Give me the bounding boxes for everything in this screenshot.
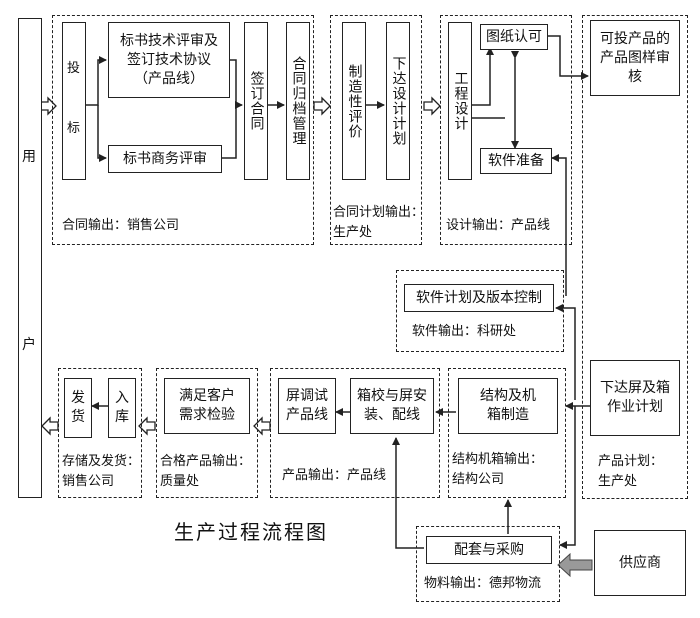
arrow-prodplan-softplan xyxy=(555,304,576,400)
purchase-output-label: 物料输出：德邦物流 xyxy=(424,576,542,591)
contract-output-label: 合同输出：销售公司 xyxy=(62,218,180,233)
block-arrow-contract-plan xyxy=(313,96,331,116)
block-arrow-supplier-purchase xyxy=(557,552,593,578)
design-output-label: 设计输出：产品线 xyxy=(446,218,551,233)
quality-output-2: 质量处 xyxy=(160,474,200,489)
stock-box: 入库 xyxy=(108,378,136,438)
manufacturability-evaluation-box: 制造性评价 xyxy=(342,22,366,180)
contract-stage xyxy=(52,15,314,245)
arrow-bid-commercial xyxy=(97,105,107,162)
screen-debug-box: 屏调试产品线 xyxy=(278,378,336,434)
archive-box: 合同归档管理 xyxy=(286,22,310,180)
plan-output-label-1: 合同计划输出： xyxy=(333,205,425,220)
purchase-box: 配套与采购 xyxy=(426,536,552,564)
arrow-bid-tech xyxy=(86,56,107,106)
software-prep-box: 软件准备 xyxy=(480,148,552,174)
plan-stage xyxy=(330,15,422,245)
storage-output-2: 销售公司 xyxy=(62,474,115,489)
product-stage xyxy=(270,368,440,498)
engineering-design-box: 工程设计 xyxy=(448,22,472,180)
sign-contract-box: 签订合同 xyxy=(244,22,268,180)
production-plan-output-1: 产品计划： xyxy=(598,454,664,469)
arrow-softplan-prep xyxy=(551,154,567,296)
purchase-stage xyxy=(416,526,560,602)
issue-design-plan-box: 下达设计计划 xyxy=(386,22,410,180)
arrow-prodplan-purchase xyxy=(559,406,576,549)
block-arrow-quality-storage xyxy=(138,416,156,436)
arrow-eng-drawing xyxy=(472,47,494,106)
arrow-commercial-sign xyxy=(222,105,237,159)
software-plan-box: 软件计划及版本控制 xyxy=(404,284,554,312)
block-arrow-product-quality xyxy=(253,416,271,436)
commercial-review-box: 标书商务评审 xyxy=(108,145,222,173)
product-output-label: 产品输出：产品线 xyxy=(282,468,387,483)
drawing-review-box: 可投产品的产品图样审核 xyxy=(590,20,680,96)
software-stage xyxy=(396,270,564,352)
arrow-drawing-review xyxy=(548,35,589,80)
structure-box: 结构及机箱制造 xyxy=(458,378,558,434)
production-plan-output-2: 生产处 xyxy=(598,474,638,489)
bid-box: 投 标 xyxy=(62,22,86,180)
plan-output-label-2: 生产处 xyxy=(333,225,373,240)
arrow-purchase-calibrate xyxy=(392,437,424,549)
production-plan-box: 下达屏及箱作业计划 xyxy=(590,360,680,436)
customer-inspection-box: 满足客户需求检验 xyxy=(164,378,250,434)
ship-box: 发货 xyxy=(64,378,92,438)
design-stage xyxy=(440,15,572,245)
structure-output-2: 结构公司 xyxy=(452,472,505,487)
supplier-box: 供应商 xyxy=(594,530,686,596)
diagram-title: 生产过程流程图 xyxy=(174,520,328,544)
storage-stage xyxy=(58,368,142,498)
tech-review-box: 标书技术评审及签订技术协议（产品线） xyxy=(108,22,230,98)
block-arrow-plan-design xyxy=(423,96,441,116)
software-output-label: 软件输出：科研处 xyxy=(412,324,517,339)
arrow-tech-sign xyxy=(228,59,243,109)
block-arrow-storage-user xyxy=(41,416,59,436)
structure-output-1: 结构机箱输出： xyxy=(452,452,544,467)
calibrate-install-box: 箱校与屏安装、配线 xyxy=(350,378,434,434)
quality-output-1: 合格产品输出： xyxy=(160,454,252,469)
quality-stage xyxy=(156,368,258,498)
user-column: 用 户 xyxy=(18,18,42,498)
bid-label-top: 投 xyxy=(67,61,81,76)
storage-output-1: 存储及发货： xyxy=(62,454,141,469)
structure-stage xyxy=(448,368,566,498)
bid-label-bottom: 标 xyxy=(67,121,81,136)
drawing-approval-box: 图纸认可 xyxy=(480,24,548,50)
drawing-review-column xyxy=(582,15,688,499)
user-label-top: 用 xyxy=(22,149,36,165)
user-label-bottom: 户 xyxy=(22,337,36,353)
